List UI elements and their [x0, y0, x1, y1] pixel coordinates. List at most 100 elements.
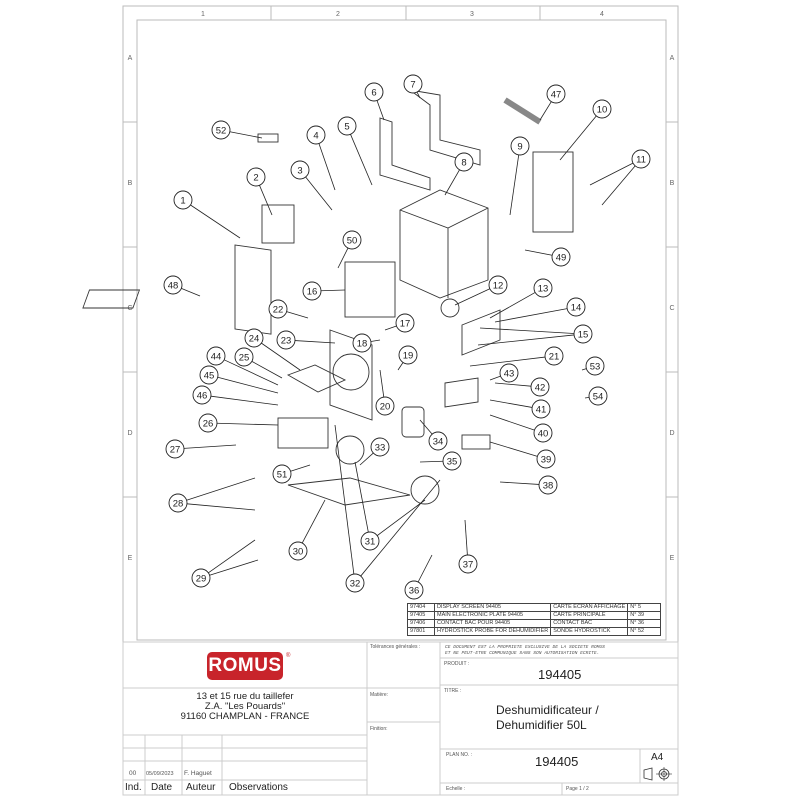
callout-number: 26	[203, 419, 214, 430]
part-pipe-47	[503, 97, 542, 125]
part-back-grille	[532, 151, 574, 233]
address-line-3: 91160 CHAMPLAN - FRANCE	[180, 711, 310, 722]
callout-circle	[573, 324, 593, 344]
cell-num: N° 39	[627, 611, 662, 620]
callout-circle	[566, 297, 586, 317]
leader-line	[370, 339, 381, 342]
leader-line	[183, 444, 237, 449]
callout-circle	[244, 328, 264, 348]
leader-line	[581, 368, 587, 371]
callout-circle	[234, 347, 254, 367]
part-plate-48	[82, 289, 141, 309]
callout-number: 41	[536, 405, 547, 416]
page-indicator: Page 1 / 2	[566, 786, 589, 792]
leader-line	[444, 169, 460, 196]
title-line-1: Deshumidificateur /	[496, 703, 599, 717]
callout-22: 22	[268, 299, 288, 319]
callout-number: 37	[463, 560, 474, 571]
callout-circle	[198, 413, 218, 433]
callout-circle	[246, 167, 266, 187]
header-date: Date	[151, 782, 173, 793]
callout-13: 13	[533, 278, 553, 298]
address-line-2: Z.A. "Les Pouards"	[204, 701, 286, 712]
callout-5: 5	[337, 116, 357, 136]
cell-fr: CARTE ECRAN AFFICHAGE	[550, 603, 629, 612]
callout-number: 38	[543, 481, 554, 492]
callout-circle	[163, 275, 183, 295]
callout-number: 35	[447, 457, 458, 468]
callout-2: 2	[246, 167, 266, 187]
callout-number: 28	[173, 499, 184, 510]
callout-32: 32	[345, 573, 365, 593]
callout-circle	[173, 190, 193, 210]
cell-fr: SONDE HYDROSTICK	[550, 627, 629, 636]
leader-line	[601, 165, 636, 206]
leader-line	[494, 382, 532, 387]
part-tray-24	[286, 364, 347, 393]
callout-number: 47	[551, 90, 562, 101]
part-wheel-2	[410, 475, 440, 505]
callout-circle	[288, 541, 308, 561]
callout-circle	[533, 278, 553, 298]
registered-mark: ®	[286, 653, 291, 659]
callout-7: 7	[403, 74, 423, 94]
callout-number: 31	[365, 537, 376, 548]
header-observations: Observations	[229, 782, 288, 793]
callout-number: 53	[590, 362, 601, 373]
callout-circle	[488, 275, 508, 295]
callout-34: 34	[428, 431, 448, 451]
callout-15: 15	[573, 324, 593, 344]
callout-number: 27	[170, 445, 181, 456]
callout-53: 53	[585, 356, 605, 376]
leader-line	[251, 361, 283, 379]
leader-line	[305, 176, 333, 211]
leader-line	[489, 414, 535, 431]
callout-11: 11	[631, 149, 651, 169]
leader-line	[318, 143, 336, 191]
produit-label: PRODUIT :	[444, 661, 470, 667]
callout-number: 9	[517, 142, 522, 153]
part-base	[287, 477, 411, 506]
projection-symbol-icon	[643, 767, 672, 781]
leader-line	[376, 499, 426, 536]
romus-logo: ROMUS	[207, 652, 283, 680]
cell-num: N° 5	[627, 603, 662, 612]
leader-line	[469, 356, 546, 367]
cell-ref: 97801	[407, 627, 435, 636]
leader-line	[539, 101, 552, 121]
callout-46: 46	[192, 385, 212, 405]
callout-number: 24	[249, 334, 260, 345]
callout-33: 33	[370, 437, 390, 457]
grid-row-label: E	[128, 555, 133, 562]
callout-circle	[360, 531, 380, 551]
callout-39: 39	[536, 449, 556, 469]
callout-44: 44	[206, 346, 226, 366]
leader-line	[419, 419, 433, 435]
leader-line	[208, 539, 256, 574]
callout-circle	[510, 136, 530, 156]
callout-number: 43	[504, 369, 515, 380]
callout-number: 50	[347, 236, 358, 247]
callout-circle	[544, 346, 564, 366]
cell-fr: CONTACT BAC	[550, 619, 629, 628]
callout-circle	[428, 431, 448, 451]
produit-value: 194405	[538, 667, 582, 682]
callout-number: 2	[253, 173, 258, 184]
grid-row-label: B	[670, 180, 675, 187]
part-compressor	[401, 406, 425, 438]
matiere-label: Matière:	[370, 692, 389, 698]
callout-31: 31	[360, 531, 380, 551]
leader-line	[397, 362, 404, 371]
callout-number: 16	[307, 287, 318, 298]
part-cabinet	[399, 189, 489, 299]
callout-14: 14	[566, 297, 586, 317]
cell-fr: CARTE PRINCIPALE	[550, 611, 629, 620]
leader-line	[360, 479, 441, 577]
grid-row-label: E	[670, 555, 675, 562]
leader-line	[376, 100, 385, 121]
callout-number: 45	[204, 371, 215, 382]
part-bracket-6	[379, 117, 431, 191]
callout-45: 45	[199, 365, 219, 385]
